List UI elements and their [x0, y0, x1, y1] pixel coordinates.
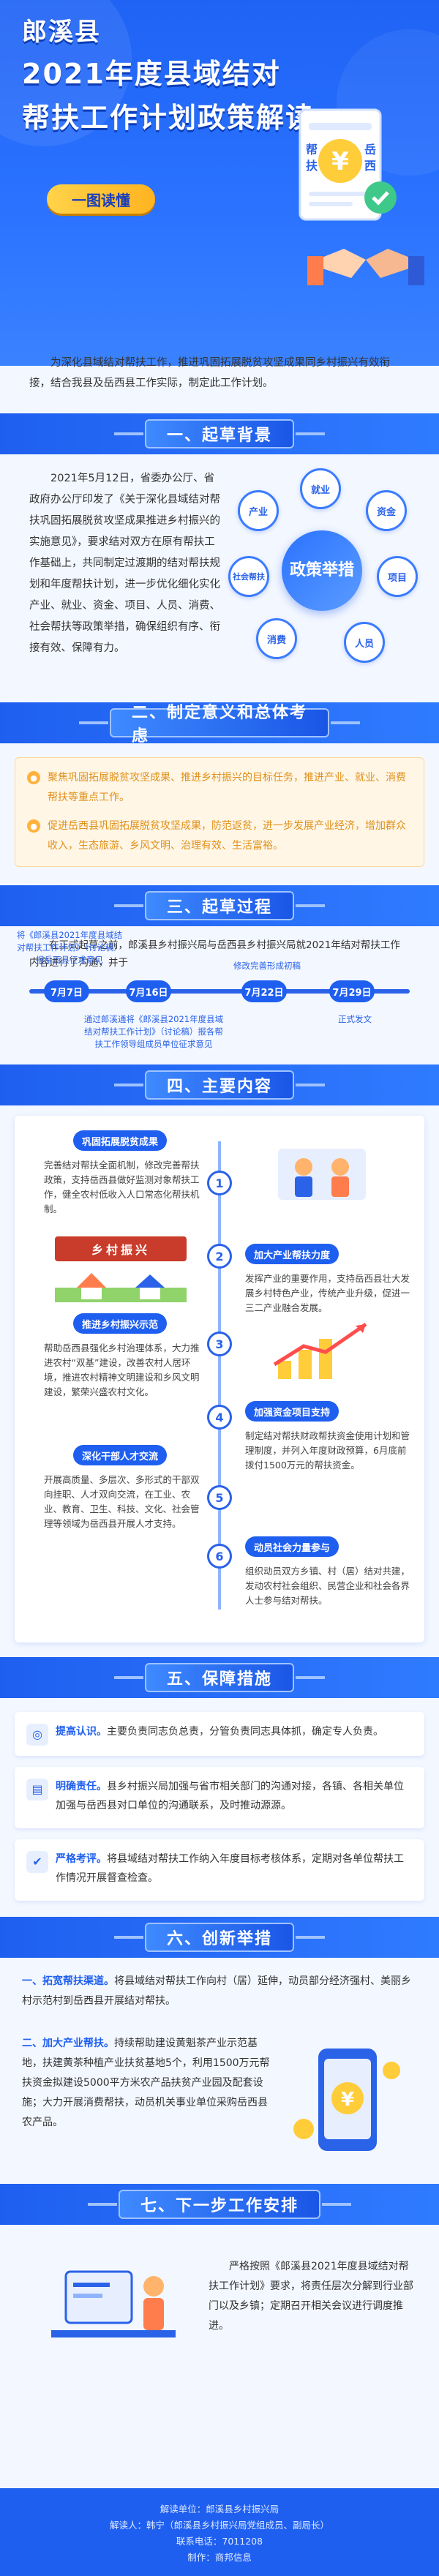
- node-social-aid: 社会帮扶: [228, 556, 269, 597]
- section-header-background: 四、主要内容: [0, 1064, 439, 1105]
- section-header-background: 二、制定意义和总体考虑: [0, 702, 439, 743]
- timeline-date-4: 7月29日: [329, 980, 375, 1002]
- footer-phone: 联系电话：7011208: [176, 2536, 263, 2547]
- rural-revitalization-banner: 乡村振兴: [55, 1236, 187, 1261]
- content-number-1: 1: [207, 1171, 232, 1195]
- node-employment: 就业: [300, 468, 341, 509]
- timeline-connector: [218, 1141, 221, 1610]
- svg-text:¥: ¥: [341, 2089, 354, 2111]
- meeting-illustration-icon: [278, 1149, 366, 1200]
- village-illustration-icon: [55, 1273, 187, 1302]
- content-number-5: 5: [207, 1485, 232, 1510]
- timeline-note-1: 将《郎溪县2021年度县域结对帮扶工作计划》（讨论稿）报岳西县征求意见: [16, 930, 123, 965]
- significance-point-1: ● 聚焦巩固拓展脱贫攻坚成果、推进乡村振兴的目标任务，推进产业、就业、消费帮扶等…: [27, 768, 410, 808]
- drafting-intro: 在正式起草之前，郎溪县乡村振兴局与岳西县乡村振兴局就2021年结对帮扶工作内容进…: [29, 939, 400, 969]
- title-county: 郎溪县: [22, 18, 101, 47]
- node-consumption: 消费: [256, 618, 297, 659]
- content-label-4: 加强资金项目支持: [245, 1401, 339, 1422]
- section-header-background: 六、创新举措: [0, 1917, 439, 1958]
- section-title-5: 五、保障措施: [113, 1663, 326, 1692]
- handshake-icon: [307, 249, 424, 285]
- timeline-date-3: 7月22日: [241, 980, 287, 1002]
- safeguard-item-2: ▤ 明确责任。县乡村振兴局加强与省市相关部门的沟通对接，各镇、各相关单位加强与岳…: [15, 1767, 424, 1828]
- content-text-2: 发挥产业的重要作用，支持岳西县壮大发展乡村特色产业，传统产业升级，促进一三二产业…: [245, 1273, 410, 1313]
- section-title-4: 四、主要内容: [113, 1070, 326, 1100]
- content-text-6: 组织动员双方乡镇、村（居）结对共建，发动农村社会组织、民营企业和社会各界人士参与…: [245, 1566, 410, 1606]
- timeline-note-4: 正式发文: [338, 1014, 372, 1024]
- mobile-payment-illustration-icon: ¥: [293, 2049, 400, 2151]
- section-title-6: 六、创新举措: [113, 1923, 326, 1952]
- content-number-4: 4: [207, 1405, 232, 1430]
- one-chart-badge: 一图读懂: [47, 184, 155, 214]
- checklist-icon: ✔: [26, 1851, 48, 1873]
- policy-measures-center: 政策举措: [282, 530, 362, 611]
- content-label-3: 推进乡村振兴示范: [73, 1313, 168, 1334]
- yuan-symbol: ¥: [331, 147, 349, 176]
- significance-box: ● 聚焦巩固拓展脱贫攻坚成果、推进乡村振兴的目标任务，推进产业、就业、消费帮扶等…: [15, 757, 424, 867]
- section-title-1: 一、起草背景: [113, 419, 326, 448]
- node-industry: 产业: [238, 490, 279, 531]
- section-header-background: 五、保障措施: [0, 1657, 439, 1698]
- svg-text:帮: 帮: [306, 143, 318, 157]
- section-header-background: 七、下一步工作安排: [0, 2184, 439, 2225]
- intro-paragraph: 为深化县域结对帮扶工作，推进巩固拓展脱贫攻坚成果同乡村振兴有效衔接，结合我县及岳…: [29, 357, 390, 389]
- content-number-6: 6: [207, 1544, 232, 1569]
- footer: 解读单位：郎溪县乡村振兴局 解读人：韩宁（郎溪县乡村振兴局党组成员、副局长） 联…: [0, 2488, 439, 2576]
- content-number-2: 2: [207, 1244, 232, 1269]
- next-steps-paragraph: 严格按照《郎溪县2021年度县域结对帮扶工作计划》要求，将责任层次分解到行业部门…: [209, 2261, 413, 2332]
- innovation-item-2: 二、加大产业帮扶。持续帮助建设黄魁茶产业示范基地，扶建黄茶种植产业扶贫基地5个，…: [22, 2038, 270, 2128]
- content-label-5: 深化干部人才交流: [73, 1445, 168, 1465]
- svg-text:岳: 岳: [364, 143, 376, 157]
- content-label-2: 加大产业帮扶力度: [245, 1244, 339, 1264]
- title-line-2: 2021年度县域结对: [22, 58, 281, 90]
- title-line-3: 帮扶工作计划政策解读: [22, 102, 315, 134]
- section-title-2: 二、制定意义和总体考虑: [79, 704, 360, 743]
- safeguard-item-3: ✔ 严格考评。将县域结对帮扶工作纳入年度目标考核体系，定期对各单位帮扶工作情况开…: [15, 1839, 424, 1901]
- node-personnel: 人员: [344, 622, 385, 663]
- footer-interpreter: 解读人：韩宁（郎溪县乡村振兴局党组成员、副局长）: [109, 2520, 329, 2531]
- safeguard-item-1: ◎ 提高认识。主要负责同志负总责，分管负责同志具体抓，确定专人负责。: [15, 1712, 424, 1756]
- header-banner: 郎溪县 2021年度县域结对 帮扶工作计划政策解读 一图读懂 ¥ 帮 扶 岳 西: [0, 0, 439, 366]
- timeline-note-2: 通过郎溪通将《郎溪县2021年度县域结对帮扶工作计划》（讨论稿）报各帮扶工作领导…: [83, 1014, 224, 1049]
- target-icon: ◎: [26, 1724, 48, 1746]
- timeline-date-1: 7月7日: [44, 980, 89, 1002]
- timeline-note-3: 修改完善形成初稿: [233, 961, 301, 971]
- svg-text:西: 西: [364, 159, 376, 173]
- timeline-date-2: 7月16日: [126, 980, 171, 1002]
- footer-unit: 解读单位：郎溪县乡村振兴局: [160, 2504, 279, 2515]
- svg-text:扶: 扶: [306, 159, 318, 173]
- bullet-icon: ●: [27, 771, 40, 784]
- content-text-5: 开展高质量、多层次、多形式的干部双向挂职、人才双向交流，在工业、农业、教育、卫生…: [44, 1474, 200, 1529]
- planning-desk-illustration-icon: [51, 2270, 176, 2337]
- document-illustration-icon: ¥ 帮 扶 岳 西: [299, 108, 397, 221]
- content-text-1: 完善结对帮扶全面机制，修改完善帮扶政策，支持岳西县做好监测对象帮扶工作，健全农村…: [44, 1160, 200, 1214]
- growth-chart-icon: [273, 1322, 367, 1379]
- content-label-1: 巩固拓展脱贫成果: [73, 1130, 168, 1151]
- section-header-background: 三、起草过程: [0, 885, 439, 926]
- innovation-item-1: 一、拓宽帮扶渠道。将县域结对帮扶工作向村（居）延伸，动员部分经济强村、美丽乡村示…: [22, 1975, 411, 2007]
- background-paragraph: 2021年5月12日，省委办公厅、省政府办公厅印发了《关于深化县域结对帮扶巩固拓…: [29, 473, 220, 654]
- content-label-6: 动员社会力量参与: [245, 1536, 339, 1557]
- section-title-7: 七、下一步工作安排: [87, 2190, 352, 2219]
- content-text-4: 制定结对帮扶财政帮扶资金使用计划和管理制度，并列入年度财政预算，6月底前拨付15…: [245, 1430, 410, 1471]
- bullet-icon: ●: [27, 819, 40, 833]
- timeline-line: [29, 989, 410, 994]
- content-text-3: 帮助岳西县强化乡村治理体系，大力推进农村“双基”建设，改善农村人居环境，推进农村…: [44, 1343, 200, 1397]
- significance-point-2: ● 促进岳西县巩固拓展脱贫攻坚成果，防范返贫，进一步发展产业经济，增加群众收入，…: [27, 816, 410, 856]
- node-projects: 项目: [377, 556, 418, 597]
- content-number-3: 3: [207, 1332, 232, 1356]
- node-funds: 资金: [366, 490, 407, 531]
- clipboard-icon: ▤: [26, 1779, 48, 1800]
- section-title-3: 三、起草过程: [113, 891, 326, 920]
- footer-producer: 制作：商邦信息: [187, 2552, 252, 2563]
- section-header-background: 一、起草背景: [0, 413, 439, 454]
